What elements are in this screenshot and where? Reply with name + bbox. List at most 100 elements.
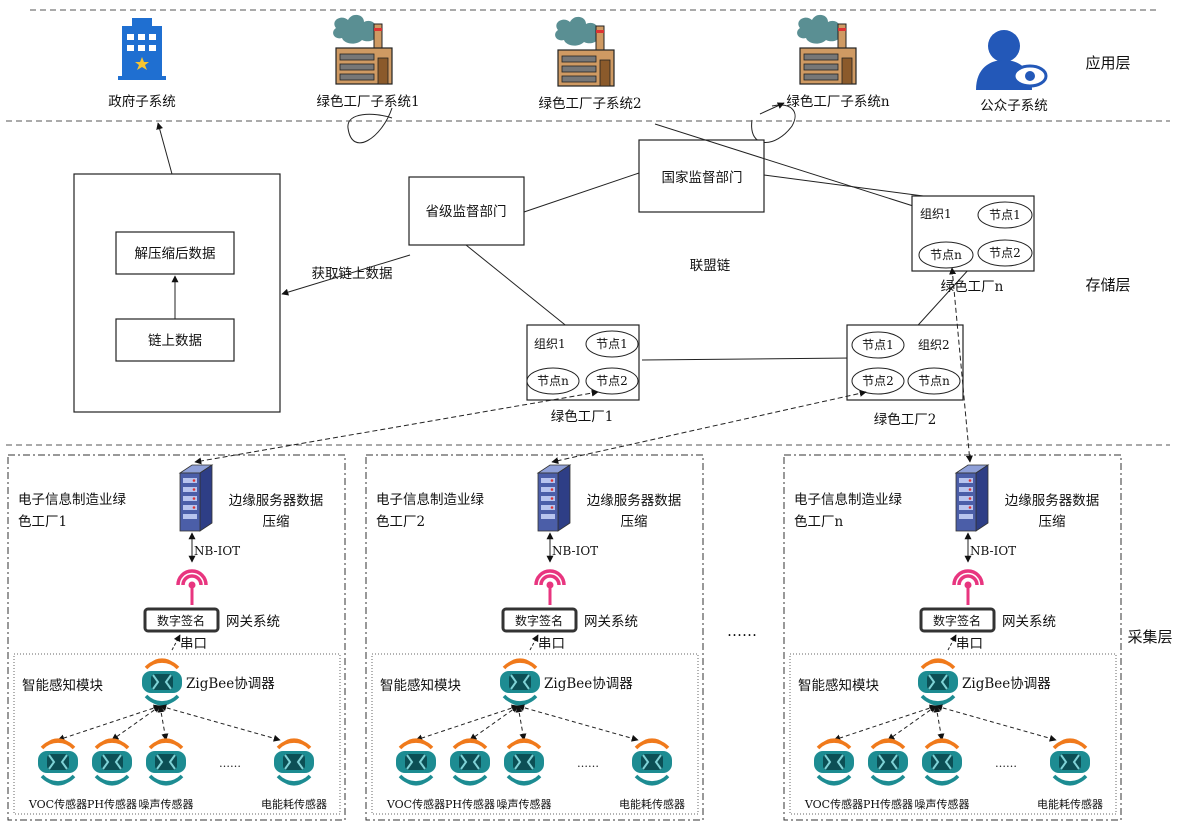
- smart-module-label: 智能感知模块: [798, 677, 879, 694]
- sensor-icon: [502, 737, 546, 787]
- node-label: 节点2: [989, 246, 1021, 260]
- node-label: 节点2: [862, 374, 894, 388]
- node-label: 节点1: [862, 338, 894, 352]
- sensor-label: 电能耗传感器: [619, 797, 685, 811]
- zigbee-coordinator-icon: [140, 657, 184, 707]
- panel-title: 色工厂n: [794, 513, 843, 530]
- green-factory-2-label: 绿色工厂2: [874, 411, 937, 428]
- sensor-label: VOC传感器: [386, 798, 445, 811]
- factory-subsystem-2: 绿色工厂子系统2: [538, 16, 642, 112]
- sensor-icon: [90, 737, 134, 787]
- org-label: 组织1: [920, 207, 952, 221]
- edge-server-label: 边缘服务器数据: [587, 493, 682, 509]
- edge-server-label: 压缩: [263, 514, 290, 530]
- sensor-label: 噪声传感器: [915, 797, 970, 811]
- panel-title: 电子信息制造业绿: [376, 491, 484, 508]
- sensor-label: 噪声传感器: [497, 797, 552, 811]
- sensor-label: 电能耗传感器: [261, 797, 327, 811]
- sensor-label: 噪声传感器: [139, 797, 194, 811]
- node-label: 节点2: [596, 374, 628, 388]
- smart-module-box: [789, 653, 1117, 815]
- org-label: 组织2: [918, 338, 950, 352]
- sensor-ellipsis: ……: [577, 757, 599, 770]
- fetch-onchain-data-label: 获取链上数据: [312, 266, 393, 282]
- sensor-label: 电能耗传感器: [1037, 797, 1103, 811]
- edge-server-label: 压缩: [1039, 514, 1066, 530]
- sensor-icon: [144, 737, 188, 787]
- factory-icon: [554, 16, 615, 87]
- digital-signature-label: 数字签名: [157, 613, 205, 628]
- panel-title: 色工厂1: [18, 513, 67, 530]
- server-icon: [955, 464, 989, 532]
- national-supervision-label: 国家监督部门: [662, 169, 743, 186]
- smart-module-label: 智能感知模块: [22, 677, 103, 694]
- government-subsystem-label: 政府子系统: [108, 94, 176, 110]
- sensor-ellipsis: ……: [219, 757, 241, 770]
- decompressed-data-label: 解压缩后数据: [135, 246, 216, 262]
- curved-connector: [751, 104, 796, 143]
- factory-subsystem-n: 绿色工厂子系统n: [786, 14, 890, 110]
- gateway-label: 网关系统: [1002, 614, 1056, 630]
- panel-border: [783, 454, 1122, 821]
- server-icon: [537, 464, 571, 532]
- smart-module-box: [371, 653, 699, 815]
- serial-label: 串口: [538, 636, 565, 652]
- org-label: 组织1: [534, 337, 566, 351]
- panel-title: 电子信息制造业绿: [794, 491, 902, 508]
- sensor-icon: [812, 737, 856, 787]
- public-subsystem-label: 公众子系统: [980, 98, 1048, 114]
- green-factory-n-label: 绿色工厂n: [941, 278, 1004, 295]
- edge-server-label: 边缘服务器数据: [229, 493, 324, 509]
- factory-subsystem-n-label: 绿色工厂子系统n: [786, 93, 889, 110]
- sensor-icon: [394, 737, 438, 787]
- sensor-label: VOC传感器: [804, 798, 863, 811]
- factory-icon: [796, 14, 857, 85]
- government-building-icon: [118, 18, 166, 80]
- node-label: 节点1: [596, 337, 628, 351]
- factory-icon: [332, 14, 393, 85]
- factory-panels: 电子信息制造业绿色工厂1边缘服务器数据压缩NB-IOT数字签名网关系统串口智能感…: [7, 454, 1122, 821]
- collection-layer-label: 采集层: [1127, 628, 1172, 646]
- sensor-label: PH传感器: [445, 798, 495, 811]
- serial-label: 串口: [180, 636, 207, 652]
- sensor-icon: [272, 737, 316, 787]
- nbiot-label: NB-IOT: [970, 544, 1016, 558]
- server-icon: [179, 464, 213, 532]
- decompressed-data-box: [115, 231, 235, 275]
- sensor-icon: [866, 737, 910, 787]
- public-subsystem: 公众子系统: [976, 30, 1048, 114]
- nbiot-label: NB-IOT: [194, 544, 240, 558]
- smart-module-label: 智能感知模块: [380, 677, 461, 694]
- provincial-supervision-label: 省级监督部门: [426, 204, 507, 220]
- sensor-icon: [920, 737, 964, 787]
- curved-connector: [347, 107, 393, 144]
- antenna-icon: [534, 569, 566, 607]
- sensor-icon: [1048, 737, 1092, 787]
- sensor-label: PH传感器: [87, 798, 137, 811]
- digital-signature-label: 数字签名: [933, 613, 981, 628]
- storage-layer-label: 存储层: [1085, 276, 1130, 294]
- green-factory-n-org: 组织1 节点1 节点n 节点2 绿色工厂n: [911, 195, 1035, 295]
- zigbee-label: ZigBee协调器: [544, 676, 633, 692]
- sensor-icon: [630, 737, 674, 787]
- factory-panel-1: 电子信息制造业绿色工厂1边缘服务器数据压缩NB-IOT数字签名网关系统串口智能感…: [7, 454, 346, 821]
- node-label: 节点1: [989, 208, 1021, 222]
- edge-server-label: 压缩: [621, 514, 648, 530]
- factory-subsystem-1: 绿色工厂子系统1: [316, 14, 420, 110]
- green-factory-2-org: 节点1 组织2 节点2 节点n 绿色工厂2: [846, 324, 964, 428]
- digital-signature-label: 数字签名: [515, 613, 563, 628]
- factory-subsystem-2-label: 绿色工厂子系统2: [538, 95, 641, 112]
- sensor-icon: [36, 737, 80, 787]
- factory-panel-2: 电子信息制造业绿色工厂2边缘服务器数据压缩NB-IOT数字签名网关系统串口智能感…: [365, 454, 704, 821]
- sensor-ellipsis: ……: [995, 757, 1017, 770]
- onchain-data-label: 链上数据: [148, 333, 202, 349]
- sensor-label: VOC传感器: [28, 798, 87, 811]
- provincial-supervision-box: [408, 176, 525, 246]
- node-label: 节点n: [918, 374, 950, 388]
- panel-border: [7, 454, 346, 821]
- sensor-icon: [448, 737, 492, 787]
- signature-box: [501, 607, 578, 633]
- gateway-label: 网关系统: [584, 614, 638, 630]
- antenna-icon: [176, 569, 208, 607]
